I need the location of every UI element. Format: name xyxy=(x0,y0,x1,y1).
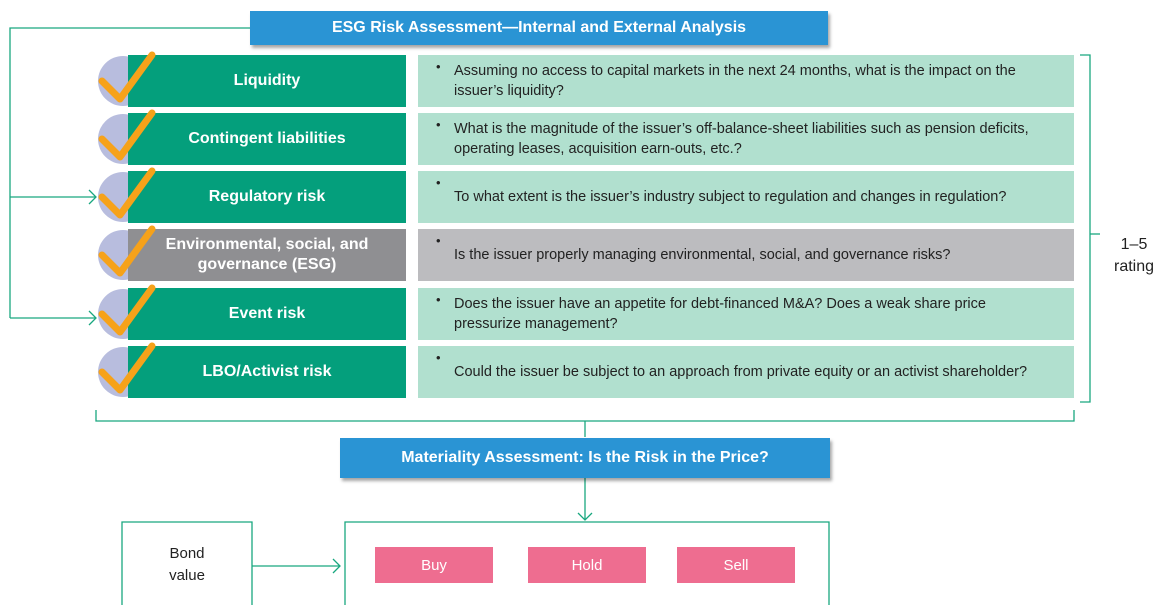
rows-bracket xyxy=(95,410,1075,422)
risk-question-text: Assuming no access to capital markets in… xyxy=(454,63,1016,99)
sell-action: Sell xyxy=(677,547,795,583)
checkmark-icon xyxy=(98,225,156,277)
risk-question-text: What is the magnitude of the issuer’s of… xyxy=(454,121,1029,157)
checkmark-icon xyxy=(98,109,156,161)
risk-question-text: Could the issuer be subject to an approa… xyxy=(454,364,1028,380)
bullet-point: • xyxy=(436,233,441,248)
materiality-assessment-title: Materiality Assessment: Is the Risk in t… xyxy=(340,438,830,478)
risk-question: • Assuming no access to capital markets i… xyxy=(418,55,1074,107)
bond-value-label: Bond value xyxy=(122,543,252,587)
bond-value-line2: value xyxy=(169,567,205,584)
arrow-to-decision-box xyxy=(577,512,593,521)
risk-factor-label: Contingent liabilities xyxy=(128,113,406,165)
checkmark-icon xyxy=(98,167,156,219)
risk-question-text: To what extent is the issuer’s industry … xyxy=(454,189,1007,205)
arrow-to-regulatory-risk xyxy=(88,189,97,205)
bond-value-line1: Bond xyxy=(169,545,205,562)
checkmark-icon xyxy=(98,51,156,103)
risk-factor-label: Event risk xyxy=(128,288,406,340)
decision-box xyxy=(344,521,830,605)
bullet-point: • xyxy=(436,350,441,365)
risk-question: • Does the issuer have an appetite for de… xyxy=(418,288,1074,340)
risk-question: • Could the issuer be subject to an appro… xyxy=(418,346,1074,398)
rating-scale-label: 1–5 rating xyxy=(1108,234,1160,278)
rating-bracket xyxy=(1080,54,1091,403)
risk-question-text: Is the issuer properly managing environm… xyxy=(454,247,951,263)
bullet-point: • xyxy=(436,117,441,132)
checkmark-icon xyxy=(98,284,156,336)
bullet-point: • xyxy=(436,59,441,74)
hold-action: Hold xyxy=(528,547,646,583)
risk-question-text: Does the issuer have an appetite for deb… xyxy=(454,296,986,332)
risk-question: • Is the issuer properly managing environ… xyxy=(418,229,1074,281)
risk-factor-label: Liquidity xyxy=(128,55,406,107)
arrow-bond-to-decision xyxy=(332,558,341,574)
esg-risk-assessment-title: ESG Risk Assessment—Internal and Externa… xyxy=(250,11,828,45)
buy-action: Buy xyxy=(375,547,493,583)
rating-range: 1–5 xyxy=(1120,236,1148,253)
risk-factor-label: Environmental, social, and governance (E… xyxy=(128,229,406,281)
bullet-point: • xyxy=(436,292,441,307)
risk-question: • What is the magnitude of the issuer’s o… xyxy=(418,113,1074,165)
risk-question: • To what extent is the issuer’s industry… xyxy=(418,171,1074,223)
feedback-line xyxy=(9,27,250,318)
risk-factor-label: LBO/Activist risk xyxy=(128,346,406,398)
bullet-point: • xyxy=(436,175,441,190)
checkmark-icon xyxy=(98,342,156,394)
risk-factor-label: Regulatory risk xyxy=(128,171,406,223)
bond-value-box xyxy=(121,521,253,605)
rating-word: rating xyxy=(1113,258,1155,275)
arrow-to-event-risk xyxy=(88,310,97,326)
